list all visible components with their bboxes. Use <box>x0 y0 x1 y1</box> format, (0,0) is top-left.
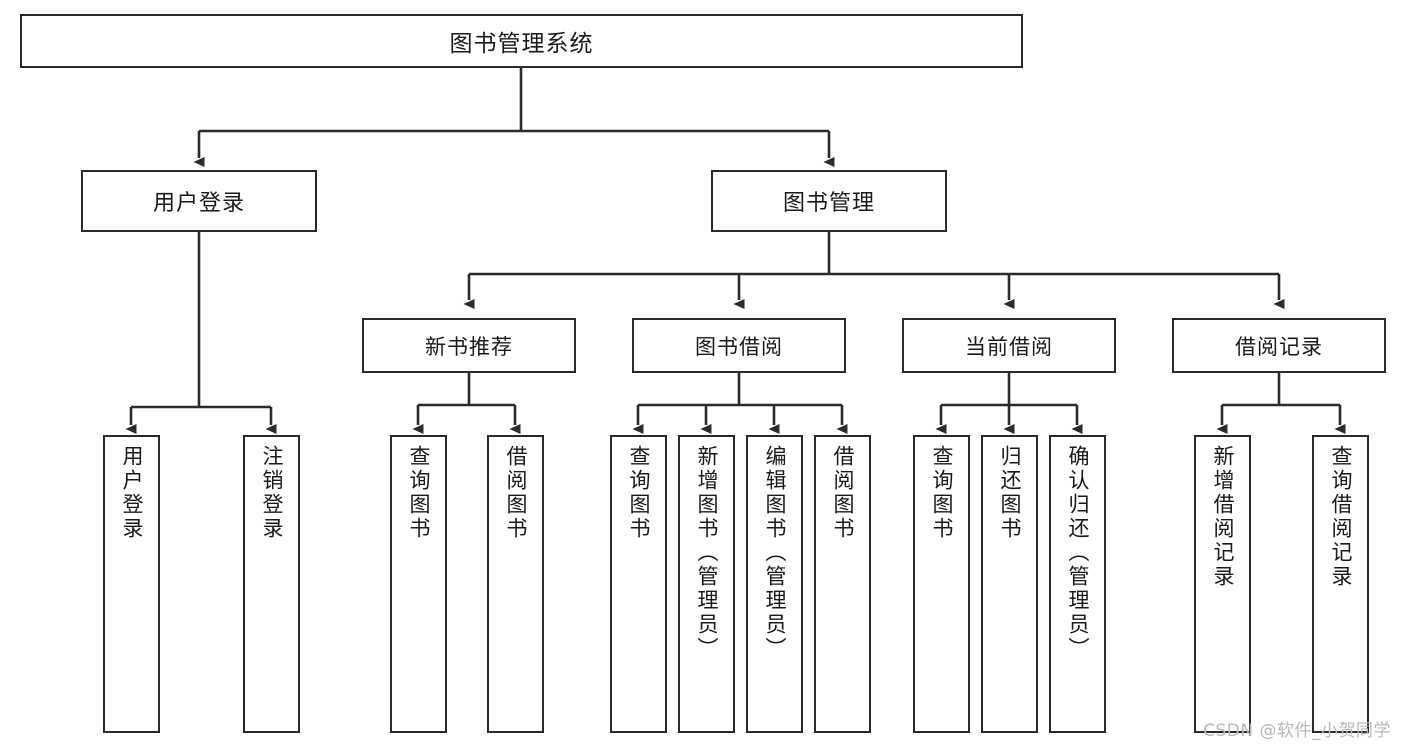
leaf-logout-login[interactable]: 注销登录 <box>243 435 300 733</box>
node-borrow-record-label: 借阅记录 <box>1235 334 1323 359</box>
node-user-login-label: 用户登录 <box>152 191 245 216</box>
node-new-book-recommend[interactable]: 新书推荐 <box>362 318 576 373</box>
leaf-user-login-label: 用户登录 <box>120 445 144 541</box>
leaf-borrow-book-2[interactable]: 借阅图书 <box>814 435 871 733</box>
leaf-query-record-label: 查询借阅记录 <box>1329 445 1353 589</box>
node-new-book-recommend-label: 新书推荐 <box>425 334 513 359</box>
leaf-return-book[interactable]: 归还图书 <box>981 435 1038 733</box>
leaf-edit-book-label: 编辑图书（管理员） <box>763 445 787 661</box>
leaf-query-book-2[interactable]: 查询图书 <box>610 435 667 733</box>
node-book-borrow-label: 图书借阅 <box>695 334 783 359</box>
watermark-text: CSDN @软件_小贺同学 <box>1203 721 1391 741</box>
leaf-query-book-2-label: 查询图书 <box>627 445 651 541</box>
leaf-query-record[interactable]: 查询借阅记录 <box>1312 435 1369 733</box>
leaf-edit-book[interactable]: 编辑图书（管理员） <box>746 435 803 733</box>
node-root[interactable]: 图书管理系统 <box>20 14 1023 68</box>
leaf-confirm-return-label: 确认归还（管理员） <box>1066 445 1090 661</box>
node-current-borrow-label: 当前借阅 <box>965 334 1053 359</box>
leaf-add-book-label: 新增图书（管理员） <box>695 445 719 661</box>
node-book-manage-label: 图书管理 <box>782 191 875 216</box>
leaf-query-book-3-label: 查询图书 <box>930 445 954 541</box>
leaf-borrow-book-1[interactable]: 借阅图书 <box>487 435 544 733</box>
leaf-confirm-return[interactable]: 确认归还（管理员） <box>1049 435 1106 733</box>
node-borrow-record[interactable]: 借阅记录 <box>1172 318 1386 373</box>
node-current-borrow[interactable]: 当前借阅 <box>902 318 1116 373</box>
leaf-logout-login-label: 注销登录 <box>260 445 284 541</box>
leaf-add-record-label: 新增借阅记录 <box>1211 445 1235 589</box>
leaf-query-book-3[interactable]: 查询图书 <box>913 435 970 733</box>
leaf-add-book[interactable]: 新增图书（管理员） <box>678 435 735 733</box>
node-book-borrow[interactable]: 图书借阅 <box>632 318 846 373</box>
leaf-return-book-label: 归还图书 <box>998 445 1022 541</box>
leaf-query-book-1[interactable]: 查询图书 <box>390 435 447 733</box>
node-user-login[interactable]: 用户登录 <box>81 170 317 232</box>
node-root-label: 图书管理系统 <box>449 31 594 57</box>
node-book-manage[interactable]: 图书管理 <box>711 170 947 232</box>
leaf-borrow-book-2-label: 借阅图书 <box>831 445 855 541</box>
leaf-user-login[interactable]: 用户登录 <box>103 435 160 733</box>
leaf-borrow-book-1-label: 借阅图书 <box>504 445 528 541</box>
leaf-add-record[interactable]: 新增借阅记录 <box>1194 435 1251 733</box>
leaf-query-book-1-label: 查询图书 <box>407 445 431 541</box>
